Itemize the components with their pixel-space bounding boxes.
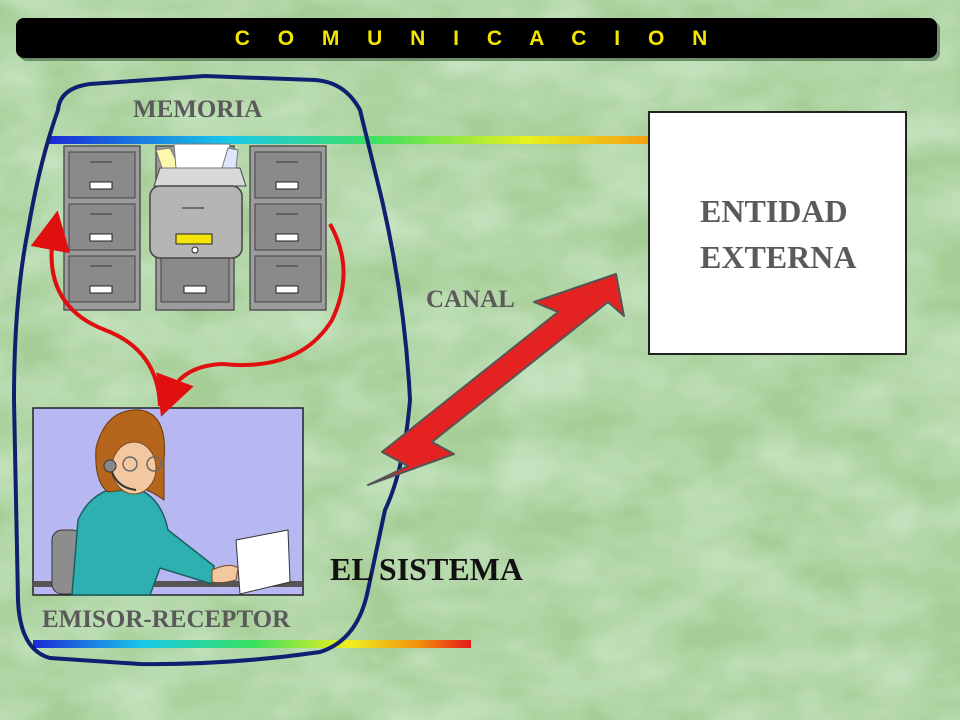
- external-entity-line2: EXTERNA: [700, 239, 857, 275]
- memory-to-emitter-arrow: [30, 210, 162, 407]
- channel-label: CANAL: [426, 286, 515, 313]
- page-title: C O M U N I C A C I O N: [234, 27, 719, 50]
- system-boundary: [12, 74, 412, 667]
- emitter-receiver-label: EMISOR-RECEPTOR: [42, 606, 291, 633]
- file-cabinet-icon: [63, 143, 327, 311]
- operator-headset-icon: [32, 407, 304, 596]
- external-entity-line1: ENTIDAD: [700, 193, 848, 229]
- rainbow-line-bottom: [33, 640, 471, 648]
- emitter-to-memory-arrow: [156, 223, 346, 417]
- system-label: EL SISTEMA: [330, 551, 523, 587]
- rainbow-line-top: [48, 136, 648, 144]
- double-arrow-icon: [367, 273, 625, 486]
- title-bar: C O M U N I C A C I O N: [16, 18, 937, 58]
- memory-label: MEMORIA: [133, 96, 263, 123]
- external-entity-box: ENTIDAD EXTERNA: [648, 111, 907, 355]
